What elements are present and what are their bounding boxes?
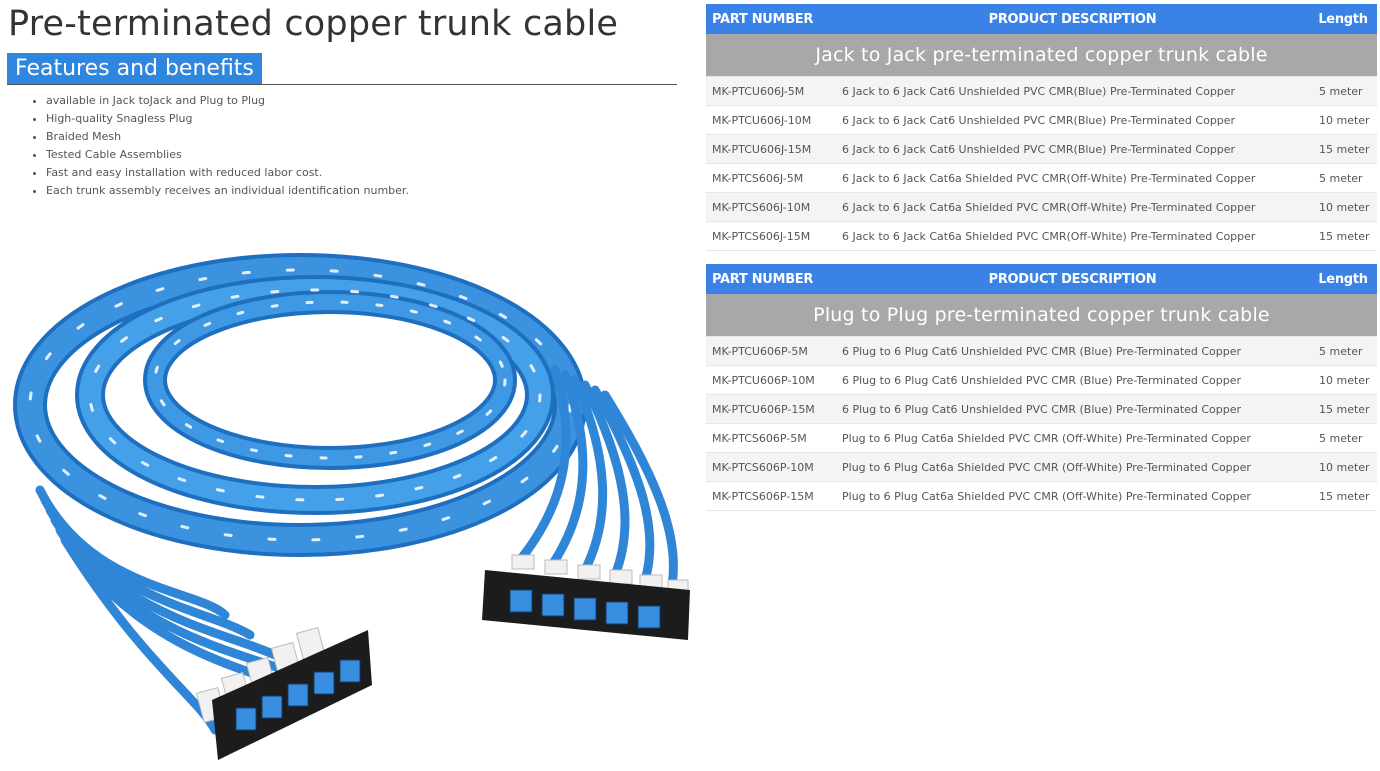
description-cell: 6 Jack to 6 Jack Cat6a Shielded PVC CMR(… bbox=[836, 192, 1309, 222]
list-item: Braided Mesh bbox=[46, 128, 409, 146]
description-cell: Plug to 6 Plug Cat6a Shielded PVC CMR (O… bbox=[836, 481, 1309, 511]
section-title: Jack to Jack pre-terminated copper trunk… bbox=[706, 34, 1377, 77]
length-cell: 15 meter bbox=[1309, 394, 1377, 424]
part-number-cell: MK-PTCS606P-15M bbox=[706, 481, 836, 511]
table-row: MK-PTCS606P-15M Plug to 6 Plug Cat6a Shi… bbox=[706, 481, 1377, 511]
column-header-length: Length bbox=[1309, 4, 1377, 34]
description-cell: Plug to 6 Plug Cat6a Shielded PVC CMR (O… bbox=[836, 452, 1309, 482]
length-cell: 5 meter bbox=[1309, 423, 1377, 453]
section-row: Jack to Jack pre-terminated copper trunk… bbox=[706, 34, 1377, 77]
table-header-row: PART NUMBER PRODUCT DESCRIPTION Length bbox=[706, 264, 1377, 294]
length-cell: 15 meter bbox=[1309, 134, 1377, 164]
length-cell: 10 meter bbox=[1309, 105, 1377, 135]
part-number-cell: MK-PTCS606P-5M bbox=[706, 423, 836, 453]
part-number-cell: MK-PTCS606J-10M bbox=[706, 192, 836, 222]
column-header-part-number: PART NUMBER bbox=[706, 4, 836, 34]
list-item: Each trunk assembly receives an individu… bbox=[46, 182, 409, 200]
length-cell: 10 meter bbox=[1309, 452, 1377, 482]
part-number-cell: MK-PTCS606P-10M bbox=[706, 452, 836, 482]
part-number-cell: MK-PTCS606J-5M bbox=[706, 163, 836, 193]
column-header-description: PRODUCT DESCRIPTION bbox=[836, 4, 1309, 34]
table-row: MK-PTCS606J-15M 6 Jack to 6 Jack Cat6a S… bbox=[706, 221, 1377, 251]
section-row: Plug to Plug pre-terminated copper trunk… bbox=[706, 294, 1377, 337]
part-number-cell: MK-PTCU606P-10M bbox=[706, 365, 836, 395]
table-row: MK-PTCU606J-10M 6 Jack to 6 Jack Cat6 Un… bbox=[706, 105, 1377, 135]
description-cell: 6 Jack to 6 Jack Cat6a Shielded PVC CMR(… bbox=[836, 221, 1309, 251]
table-row: MK-PTCU606P-5M 6 Plug to 6 Plug Cat6 Uns… bbox=[706, 336, 1377, 366]
description-cell: 6 Jack to 6 Jack Cat6 Unshielded PVC CMR… bbox=[836, 76, 1309, 106]
description-cell: 6 Plug to 6 Plug Cat6 Unshielded PVC CMR… bbox=[836, 394, 1309, 424]
description-cell: Plug to 6 Plug Cat6a Shielded PVC CMR (O… bbox=[836, 423, 1309, 453]
table-row: MK-PTCU606J-15M 6 Jack to 6 Jack Cat6 Un… bbox=[706, 134, 1377, 164]
page-title: Pre-terminated copper trunk cable bbox=[8, 4, 619, 44]
length-cell: 15 meter bbox=[1309, 221, 1377, 251]
part-number-cell: MK-PTCU606J-10M bbox=[706, 105, 836, 135]
jack-to-jack-table: PART NUMBER PRODUCT DESCRIPTION Length J… bbox=[706, 4, 1377, 251]
features-heading: Features and benefits bbox=[7, 53, 262, 84]
description-cell: 6 Jack to 6 Jack Cat6 Unshielded PVC CMR… bbox=[836, 134, 1309, 164]
features-heading-bar: Features and benefits bbox=[7, 53, 677, 85]
table-row: MK-PTCS606P-10M Plug to 6 Plug Cat6a Shi… bbox=[706, 452, 1377, 482]
part-number-cell: MK-PTCS606J-15M bbox=[706, 221, 836, 251]
table-header-row: PART NUMBER PRODUCT DESCRIPTION Length bbox=[706, 4, 1377, 34]
list-item: Fast and easy installation with reduced … bbox=[46, 164, 409, 182]
benefits-list: available in Jack toJack and Plug to Plu… bbox=[28, 92, 409, 200]
table-row: MK-PTCU606P-15M 6 Plug to 6 Plug Cat6 Un… bbox=[706, 394, 1377, 424]
table-row: MK-PTCS606P-5M Plug to 6 Plug Cat6a Shie… bbox=[706, 423, 1377, 453]
trunk-cable-product-image bbox=[13, 253, 690, 760]
description-cell: 6 Plug to 6 Plug Cat6 Unshielded PVC CMR… bbox=[836, 365, 1309, 395]
length-cell: 5 meter bbox=[1309, 336, 1377, 366]
description-cell: 6 Jack to 6 Jack Cat6 Unshielded PVC CMR… bbox=[836, 105, 1309, 135]
section-title: Plug to Plug pre-terminated copper trunk… bbox=[706, 294, 1377, 337]
part-number-cell: MK-PTCU606J-15M bbox=[706, 134, 836, 164]
description-cell: 6 Plug to 6 Plug Cat6 Unshielded PVC CMR… bbox=[836, 336, 1309, 366]
description-cell: 6 Jack to 6 Jack Cat6a Shielded PVC CMR(… bbox=[836, 163, 1309, 193]
list-item: Tested Cable Assemblies bbox=[46, 146, 409, 164]
length-cell: 5 meter bbox=[1309, 76, 1377, 106]
list-item: High-quality Snagless Plug bbox=[46, 110, 409, 128]
length-cell: 15 meter bbox=[1309, 481, 1377, 511]
length-cell: 5 meter bbox=[1309, 163, 1377, 193]
list-item: available in Jack toJack and Plug to Plu… bbox=[46, 92, 409, 110]
column-header-description: PRODUCT DESCRIPTION bbox=[836, 264, 1309, 294]
part-number-cell: MK-PTCU606P-5M bbox=[706, 336, 836, 366]
table-row: MK-PTCS606J-5M 6 Jack to 6 Jack Cat6a Sh… bbox=[706, 163, 1377, 193]
column-header-length: Length bbox=[1309, 264, 1377, 294]
length-cell: 10 meter bbox=[1309, 192, 1377, 222]
plug-to-plug-table: PART NUMBER PRODUCT DESCRIPTION Length P… bbox=[706, 264, 1377, 511]
table-row: MK-PTCU606J-5M 6 Jack to 6 Jack Cat6 Uns… bbox=[706, 76, 1377, 106]
table-row: MK-PTCU606P-10M 6 Plug to 6 Plug Cat6 Un… bbox=[706, 365, 1377, 395]
length-cell: 10 meter bbox=[1309, 365, 1377, 395]
column-header-part-number: PART NUMBER bbox=[706, 264, 836, 294]
part-number-cell: MK-PTCU606P-15M bbox=[706, 394, 836, 424]
table-row: MK-PTCS606J-10M 6 Jack to 6 Jack Cat6a S… bbox=[706, 192, 1377, 222]
part-number-cell: MK-PTCU606J-5M bbox=[706, 76, 836, 106]
